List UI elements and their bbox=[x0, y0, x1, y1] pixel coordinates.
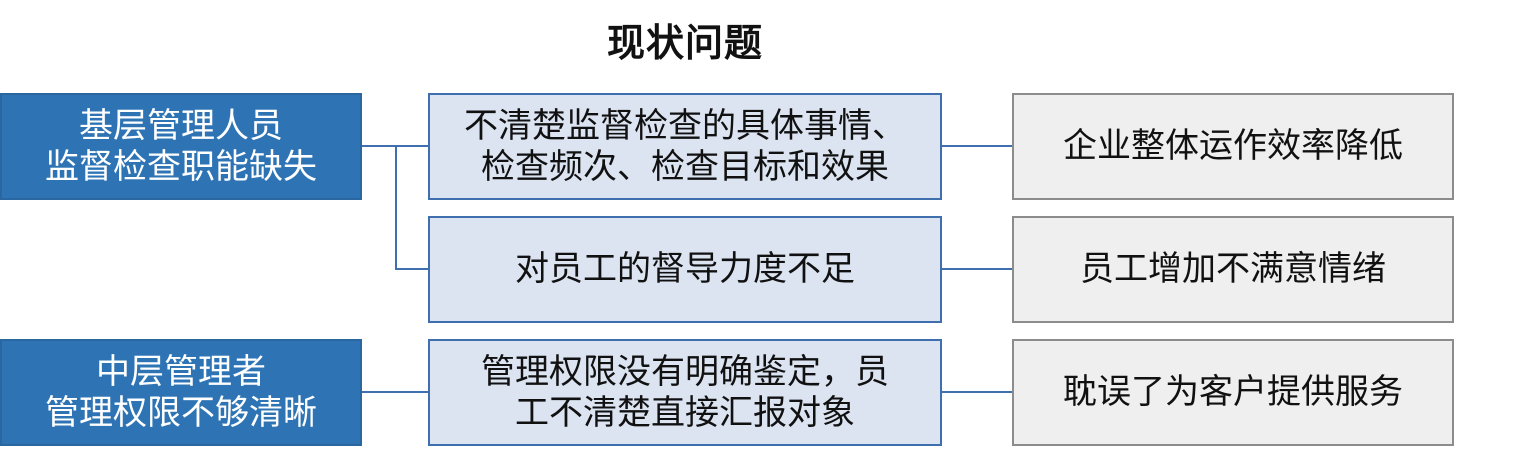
connector-problem3-to-effect3 bbox=[942, 391, 1012, 393]
problem-text-line: 对员工的督导力度不足 bbox=[515, 249, 855, 290]
cause-box-frontline-managers: 基层管理人员 监督检查职能缺失 bbox=[0, 93, 362, 200]
connector-branch-to-problem2 bbox=[395, 268, 428, 270]
cause-box-middle-managers: 中层管理者 管理权限不够清晰 bbox=[0, 339, 362, 446]
problem-box-unclear-inspection: 不清楚监督检查的具体事情、 检查频次、检查目标和效果 bbox=[428, 93, 942, 200]
cause-text-line: 基层管理人员 bbox=[79, 105, 283, 146]
effect-box-service-delay: 耽误了为客户提供服务 bbox=[1012, 339, 1454, 446]
connector-branch-vertical bbox=[395, 145, 397, 270]
problem-text-line: 检查频次、检查目标和效果 bbox=[481, 146, 889, 187]
cause-text-line: 监督检查职能缺失 bbox=[45, 146, 317, 187]
problem-text-line: 工不清楚直接汇报对象 bbox=[515, 392, 855, 433]
cause-text-line: 中层管理者 bbox=[96, 351, 266, 392]
effect-text-line: 员工增加不满意情绪 bbox=[1080, 249, 1386, 290]
connector-cause2-to-problem3 bbox=[362, 391, 428, 393]
effect-box-employee-dissatisfaction: 员工增加不满意情绪 bbox=[1012, 216, 1454, 323]
effect-box-efficiency-drop: 企业整体运作效率降低 bbox=[1012, 93, 1454, 200]
diagram-title: 现状问题 bbox=[606, 21, 763, 65]
connector-problem1-to-effect1 bbox=[942, 145, 1012, 147]
effect-text-line: 企业整体运作效率降低 bbox=[1063, 126, 1403, 167]
problem-box-insufficient-supervision: 对员工的督导力度不足 bbox=[428, 216, 942, 323]
effect-text-line: 耽误了为客户提供服务 bbox=[1063, 372, 1403, 413]
problem-text-line: 不清楚监督检查的具体事情、 bbox=[464, 105, 906, 146]
problem-text-line: 管理权限没有明确鉴定，员 bbox=[481, 351, 889, 392]
connector-problem2-to-effect2 bbox=[942, 268, 1012, 270]
cause-text-line: 管理权限不够清晰 bbox=[45, 392, 317, 433]
problem-box-unclear-authority: 管理权限没有明确鉴定，员 工不清楚直接汇报对象 bbox=[428, 339, 942, 446]
